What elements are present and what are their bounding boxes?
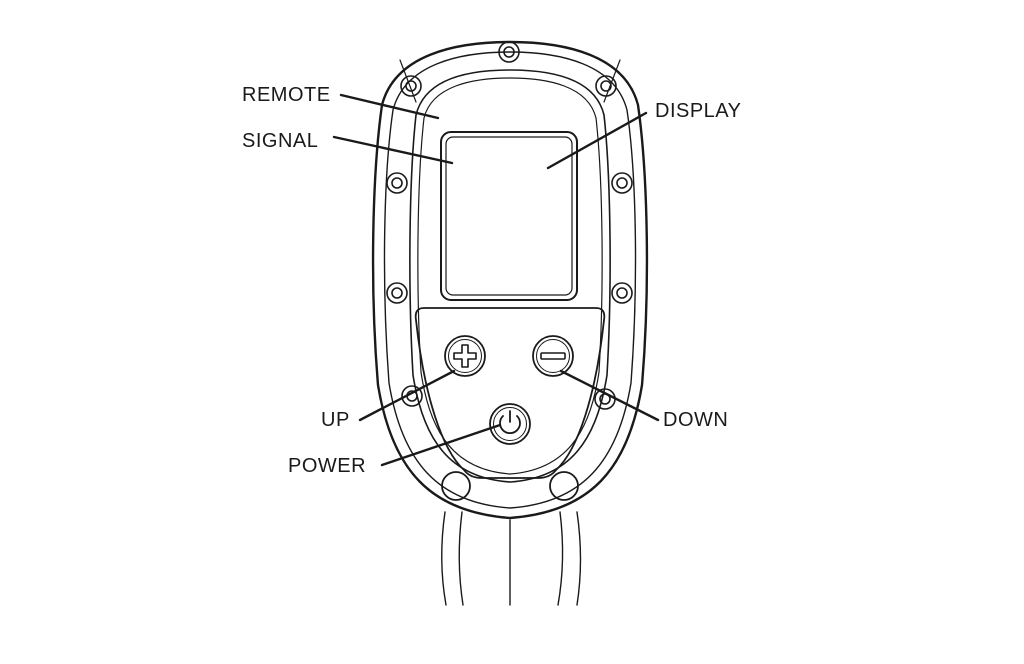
callout-signal: SIGNAL — [242, 130, 319, 152]
screw — [386, 172, 408, 194]
screw — [611, 172, 633, 194]
leader-lines — [332, 93, 660, 467]
screw — [498, 41, 520, 63]
screw — [400, 75, 422, 97]
leader-signal — [332, 135, 454, 165]
leader-up — [358, 369, 456, 422]
power-button[interactable] — [489, 403, 531, 445]
callout-power: POWER — [288, 455, 367, 477]
screws — [386, 41, 633, 410]
leader-power — [380, 423, 502, 467]
keypad-panel — [414, 307, 606, 479]
plus-icon — [453, 344, 477, 368]
leader-down — [559, 369, 660, 422]
leader-remote — [339, 93, 440, 120]
minus-icon — [540, 352, 566, 360]
down-button[interactable] — [532, 335, 574, 377]
callout-down: DOWN — [663, 409, 729, 431]
callout-display: DISPLAY — [655, 100, 742, 122]
bottom-bumpers — [441, 471, 579, 501]
screw — [595, 75, 617, 97]
handle — [441, 511, 582, 606]
display-screen — [440, 131, 578, 301]
screw — [611, 282, 633, 304]
callout-remote: REMOTE — [242, 84, 331, 106]
up-button[interactable] — [444, 335, 486, 377]
callout-up: UP — [321, 409, 350, 431]
leader-display — [546, 111, 648, 170]
screw — [386, 282, 408, 304]
power-icon — [499, 410, 521, 435]
